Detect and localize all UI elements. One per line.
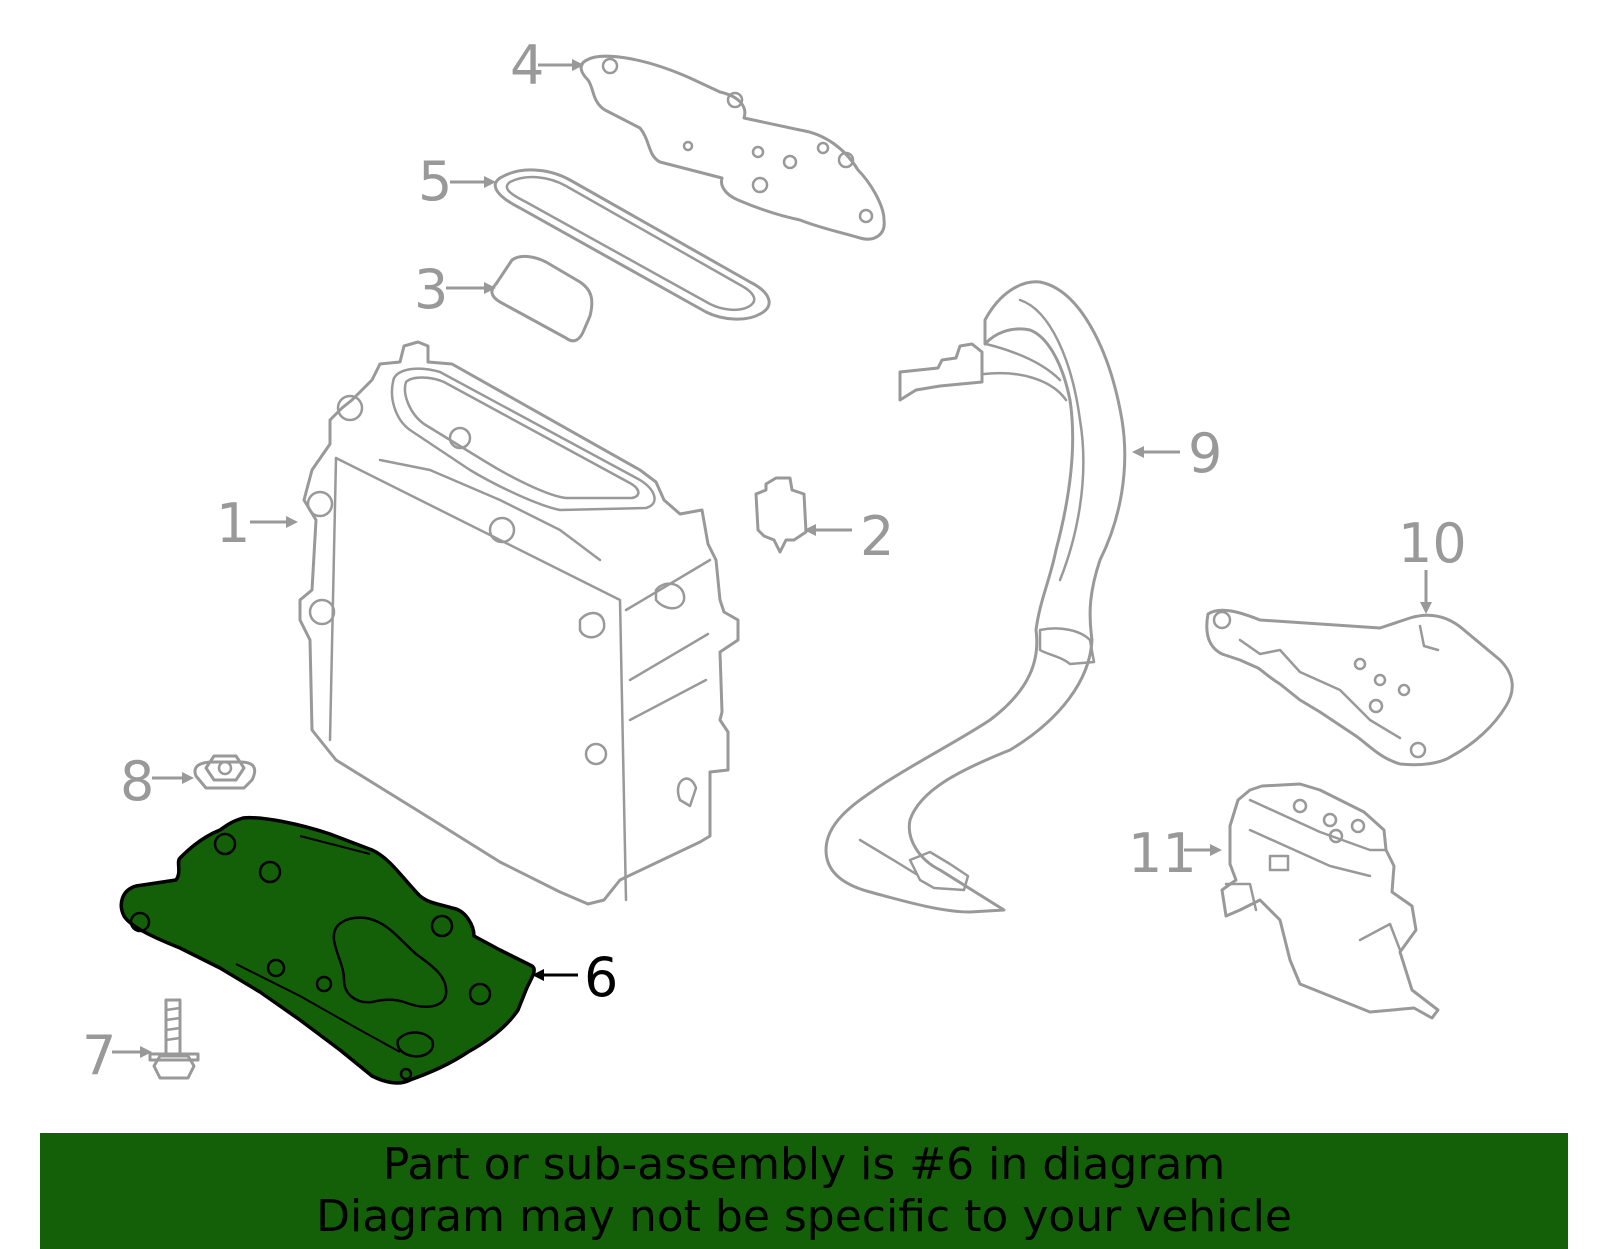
part-6-shield-highlighted[interactable] [119,815,536,1085]
callout-7[interactable]: 7 [82,1024,116,1087]
callout-11[interactable]: 11 [1128,822,1197,885]
callout-9[interactable]: 9 [1188,422,1222,485]
banner-line-2: Diagram may not be specific to your vehi… [316,1191,1292,1242]
part-4-cover[interactable] [579,54,886,241]
callout-8[interactable]: 8 [120,750,154,813]
part-6-body [119,815,536,1085]
part-9-harness[interactable] [824,280,1127,914]
part-11-mount[interactable] [1220,782,1440,1020]
callout-10[interactable]: 10 [1398,512,1467,575]
part-5-gasket[interactable] [493,168,771,321]
callout-4[interactable]: 4 [510,34,544,97]
callout-1[interactable]: 1 [216,492,250,555]
callout-6[interactable]: 6 [584,946,618,1009]
banner-line-1: Part or sub-assembly is #6 in diagram [382,1139,1226,1190]
part-10-bracket[interactable] [1205,608,1514,767]
part-3-pad[interactable] [490,254,594,343]
part-1-housing[interactable] [298,340,740,906]
callout-arrows [112,59,1432,1058]
part-7-bolt[interactable] [148,998,200,1080]
callout-2[interactable]: 2 [860,505,894,568]
callout-labels: 4 5 3 1 2 9 10 11 8 7 6 [82,34,1467,1087]
part-8-nut[interactable] [193,754,257,790]
info-banner: Part or sub-assembly is #6 in diagram Di… [40,1133,1568,1249]
callout-3[interactable]: 3 [414,258,448,321]
part-2-connector[interactable] [754,476,808,554]
callout-5[interactable]: 5 [418,150,452,213]
